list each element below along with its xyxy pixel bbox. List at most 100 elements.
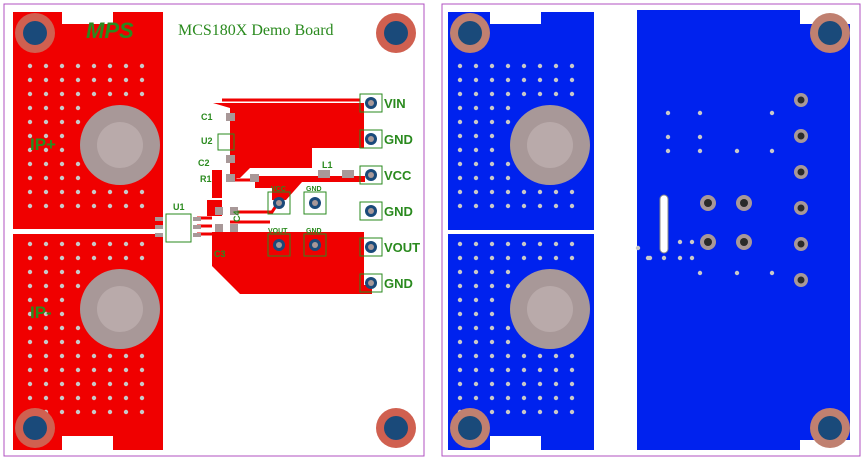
- via: [489, 77, 495, 83]
- bottom-via: [689, 239, 695, 245]
- via: [75, 63, 81, 69]
- via: [27, 339, 33, 345]
- via: [43, 133, 49, 139]
- bottom-connector-pin-hole: [797, 276, 805, 284]
- bottom-slot: [659, 194, 669, 254]
- ip-split-line: [10, 229, 167, 234]
- via: [91, 91, 97, 97]
- via: [123, 63, 129, 69]
- via: [489, 161, 495, 167]
- via: [569, 91, 575, 97]
- logo-text: MPS: [86, 18, 134, 43]
- via: [139, 63, 145, 69]
- via: [139, 255, 145, 261]
- conn-label-vin: VIN: [384, 96, 406, 111]
- connector-pin-hole: [368, 208, 374, 214]
- via: [505, 381, 511, 387]
- via: [43, 189, 49, 195]
- via: [139, 91, 145, 97]
- via: [43, 283, 49, 289]
- via: [75, 283, 81, 289]
- via: [505, 325, 511, 331]
- via: [457, 63, 463, 69]
- via: [27, 147, 33, 153]
- via: [457, 367, 463, 373]
- via: [537, 203, 543, 209]
- via: [473, 381, 479, 387]
- via: [457, 339, 463, 345]
- via: [27, 297, 33, 303]
- via: [553, 241, 559, 247]
- via: [505, 241, 511, 247]
- silk-outlines: [165, 93, 383, 293]
- refdes-u2: U2: [201, 136, 213, 146]
- bottom-via: [677, 239, 683, 245]
- via: [521, 241, 527, 247]
- via: [43, 325, 49, 331]
- via: [139, 353, 145, 359]
- via: [75, 395, 81, 401]
- via: [489, 297, 495, 303]
- bottom-via: [697, 134, 703, 140]
- via: [569, 189, 575, 195]
- via: [473, 189, 479, 195]
- via: [139, 395, 145, 401]
- tp-label-vout: VOUT: [268, 228, 288, 235]
- via: [569, 241, 575, 247]
- via: [457, 203, 463, 209]
- via: [27, 269, 33, 275]
- via: [27, 161, 33, 167]
- via: [473, 353, 479, 359]
- via: [505, 339, 511, 345]
- bottom-connector-pin-hole: [797, 168, 805, 176]
- via: [27, 283, 33, 289]
- conn-label-gnd-1: GND: [384, 132, 413, 147]
- via: [27, 311, 33, 317]
- via: [27, 241, 33, 247]
- via: [473, 147, 479, 153]
- via: [521, 409, 527, 415]
- via: [123, 409, 129, 415]
- via: [505, 409, 511, 415]
- bottom-via: [665, 134, 671, 140]
- via: [59, 297, 65, 303]
- via: [139, 241, 145, 247]
- tp-label-gnd-2: GND: [306, 228, 322, 235]
- via: [27, 175, 33, 181]
- via: [27, 77, 33, 83]
- top-layer-panel: MPS MCS180X Demo Board IP+ IP- C1 U2 C2 …: [3, 3, 425, 457]
- via: [27, 255, 33, 261]
- via: [75, 339, 81, 345]
- via: [553, 353, 559, 359]
- via: [59, 409, 65, 415]
- via: [569, 381, 575, 387]
- via: [43, 241, 49, 247]
- via: [537, 409, 543, 415]
- via: [473, 77, 479, 83]
- bottom-via: [635, 245, 641, 251]
- bottom-connector-pin-hole: [797, 132, 805, 140]
- via: [505, 269, 511, 275]
- bottom-via: [697, 148, 703, 154]
- refdes-r1: R1: [200, 174, 212, 184]
- via: [537, 91, 543, 97]
- via: [489, 269, 495, 275]
- via: [139, 409, 145, 415]
- via: [457, 161, 463, 167]
- via: [59, 241, 65, 247]
- via: [27, 91, 33, 97]
- via: [473, 339, 479, 345]
- via: [91, 63, 97, 69]
- via: [59, 311, 65, 317]
- via: [489, 175, 495, 181]
- mount-holes-bottom: [450, 13, 850, 448]
- smd-pads: [155, 113, 354, 237]
- bottom-via: [677, 255, 683, 261]
- via: [123, 381, 129, 387]
- via: [457, 381, 463, 387]
- via: [457, 353, 463, 359]
- via: [537, 189, 543, 195]
- via: [43, 175, 49, 181]
- via: [521, 189, 527, 195]
- bottom-via: [769, 110, 775, 116]
